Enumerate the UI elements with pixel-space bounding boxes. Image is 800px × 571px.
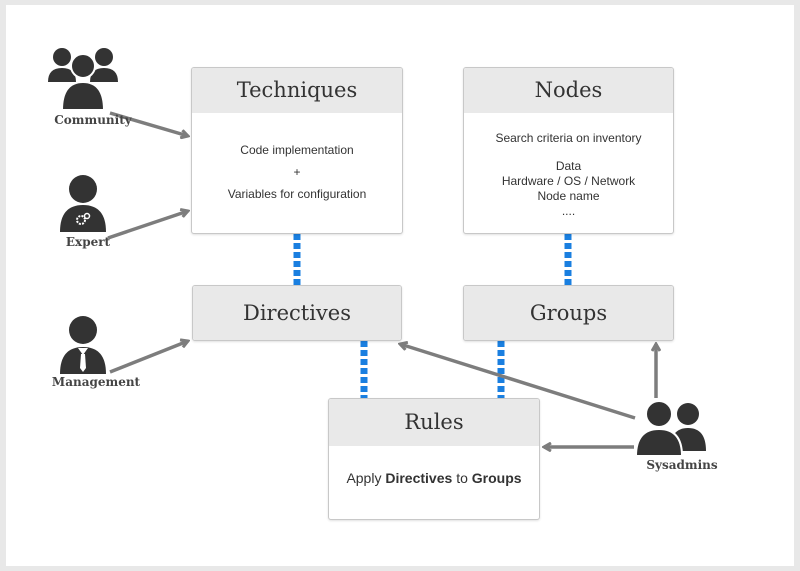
- arrow-community-techniques: [109, 111, 188, 136]
- directives-title: Directives: [193, 286, 401, 340]
- techniques-title: Techniques: [192, 68, 402, 113]
- rules-apply-text: Apply: [346, 470, 382, 486]
- nodes-line-4: Node name: [537, 189, 600, 203]
- directives-box[interactable]: Directives: [192, 285, 402, 341]
- sysadmins-icon: [634, 400, 706, 457]
- nodes-line-1: Search criteria on inventory: [495, 131, 642, 145]
- groups-box[interactable]: Groups: [463, 285, 674, 341]
- sysadmins-label: Sysadmins: [646, 458, 718, 472]
- techniques-line-1: Code implementation: [240, 143, 354, 157]
- rules-box[interactable]: Rules Apply Directives to Groups: [328, 398, 540, 520]
- blue-links: [293, 234, 572, 398]
- arrow-sysadmins-directives: [400, 344, 636, 420]
- techniques-line-3: Variables for configuration: [227, 187, 367, 201]
- rules-directives-text: Directives: [385, 470, 453, 486]
- rules-to-text: to: [456, 470, 468, 486]
- arrow-management-directives: [109, 341, 188, 374]
- expert-icon: [60, 175, 106, 232]
- nodes-box[interactable]: Nodes Search criteria on inventory Data …: [463, 67, 674, 234]
- nodes-body: Search criteria on inventory Data Hardwa…: [464, 113, 673, 219]
- nodes-line-2: Data: [555, 159, 582, 173]
- techniques-box[interactable]: Techniques Code implementation + Variabl…: [191, 67, 403, 234]
- nodes-line-5: ....: [561, 204, 576, 218]
- management-label: Management: [51, 375, 141, 389]
- techniques-line-2: +: [293, 165, 301, 179]
- expert-label: Expert: [65, 235, 111, 249]
- arrow-expert-techniques: [107, 211, 188, 240]
- community-label: Community: [54, 113, 132, 127]
- gray-arrows: [107, 111, 656, 447]
- techniques-body: Code implementation + Variables for conf…: [192, 113, 402, 205]
- nodes-title: Nodes: [464, 68, 673, 113]
- nodes-line-3: Hardware / OS / Network: [501, 174, 636, 188]
- community-icon: [48, 48, 118, 111]
- rules-body: Apply Directives to Groups: [329, 446, 539, 486]
- rules-groups-text: Groups: [471, 470, 522, 486]
- rules-title: Rules: [329, 399, 539, 446]
- management-icon: [60, 316, 106, 374]
- groups-title: Groups: [464, 286, 673, 340]
